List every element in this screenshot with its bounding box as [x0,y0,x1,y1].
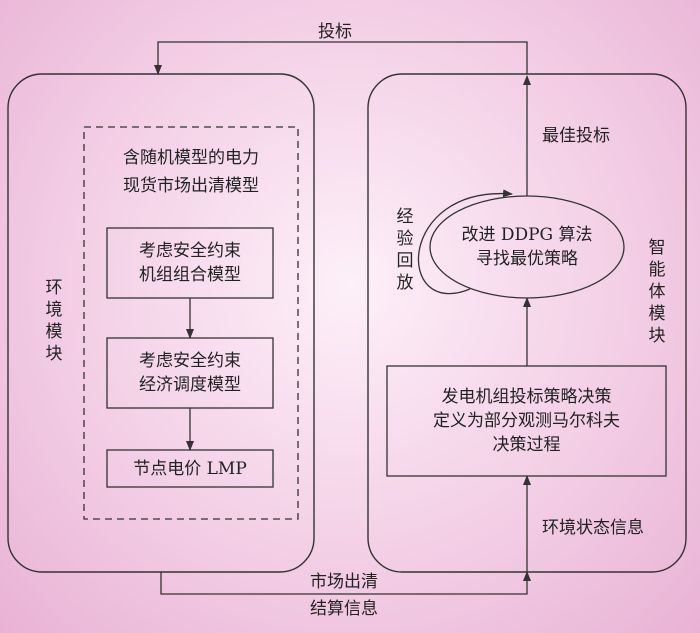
experience-replay-label: 经验回放 [396,207,414,293]
settlement-line2: 结算信息 [310,599,378,619]
clearing-model-title-line2: 现货市场出清模型 [123,176,259,196]
mdp-line3: 决策过程 [492,435,561,455]
mdp-line2: 定义为部分观测马尔科夫 [433,411,620,431]
bid-label: 投标 [318,22,352,42]
clearing-model-title-line1: 含随机模型的电力 [123,148,259,168]
settlement-arrow [160,571,531,595]
best-bid-label: 最佳投标 [542,126,610,146]
uc-model-line2: 机组组合模型 [139,265,241,285]
ddpg-line1: 改进 DDPG 算法 [461,225,593,245]
agent-module-label: 智能体模块 [648,238,666,346]
environment-module-label: 环境模块 [45,278,63,364]
mdp-label: 发电机组投标策略决策 定义为部分观测马尔科夫 决策过程 [387,366,666,476]
lmp-label: 节点电价 LMP [133,458,247,479]
settlement-line1: 市场出清 [310,572,378,592]
ddpg-label: 改进 DDPG 算法 寻找最优策略 [432,214,622,280]
clearing-model-frame [83,126,299,520]
mdp-line1: 发电机组投标策略决策 [441,387,612,407]
ddpg-ellipse [429,195,625,299]
env-state-label: 环境状态信息 [542,518,644,538]
ed-model-line2: 经济调度模型 [139,375,241,395]
experience-replay-loop [417,189,513,295]
uc-model-label: 考虑安全约束 机组组合模型 [107,228,273,298]
bid-feedback-arrow [154,41,528,75]
ed-model-label: 考虑安全约束 经济调度模型 [107,338,273,408]
ddpg-line2: 寻找最优策略 [476,249,578,269]
ed-model-line1: 考虑安全约束 [139,351,241,371]
uc-model-line1: 考虑安全约束 [139,241,241,261]
mdp-box [386,365,667,477]
